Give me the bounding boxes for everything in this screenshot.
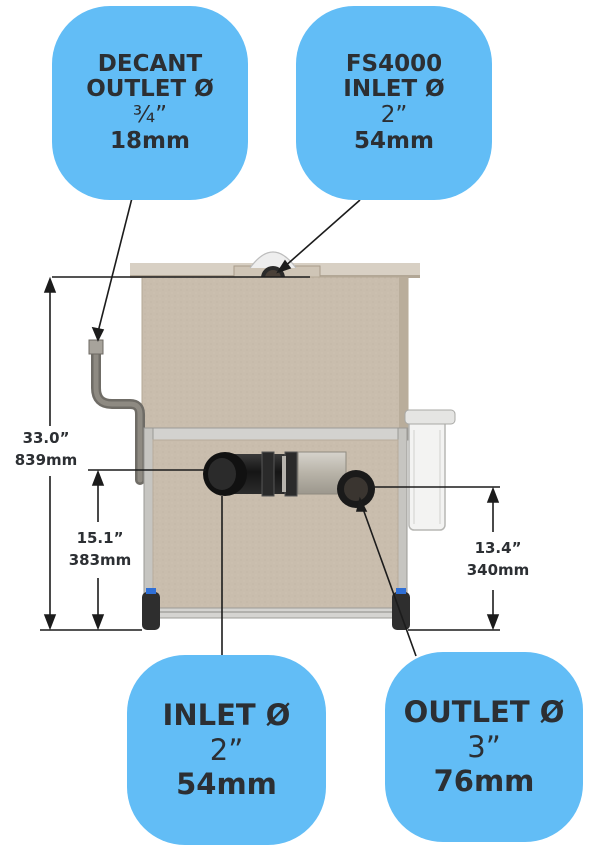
outlet-height-label: 13.4” 340mm (448, 538, 548, 582)
dimension-mm: 383mm (68, 550, 132, 569)
inlet-height-label: 15.1” 383mm (54, 528, 146, 572)
callout-line: OUTLET Ø (403, 694, 565, 729)
dimension-mm: 839mm (14, 450, 78, 469)
leader-lines (91, 197, 417, 657)
callout-line: DECANT (97, 50, 203, 77)
dimension-inches: 33.0” (22, 429, 70, 447)
dimension-inches: 15.1” (76, 529, 124, 547)
decant-outlet-callout: DECANT OUTLET Ø ¾” 18mm (52, 6, 248, 200)
callout-line: 18mm (110, 127, 190, 154)
strainer-basket (404, 409, 456, 531)
callout-line: ¾” (132, 102, 168, 128)
overall-height-label: 33.0” 839mm (0, 428, 92, 472)
callout-line: FS4000 (345, 50, 443, 77)
inlet-pipe (203, 451, 347, 497)
tank-body (141, 276, 409, 431)
callout-line: 76mm (433, 764, 535, 799)
fs4000-inlet-callout: FS4000 INLET Ø 2” 54mm (296, 6, 492, 200)
dimension-mm: 340mm (466, 560, 530, 579)
dimension-inches: 13.4” (474, 539, 522, 557)
callout-line: 54mm (176, 767, 277, 802)
callout-line: INLET Ø (343, 76, 445, 103)
callout-line: 54mm (354, 127, 434, 154)
callout-line: OUTLET Ø (86, 76, 214, 103)
callout-line: INLET Ø (162, 697, 291, 732)
dimension-outlet-height (372, 486, 500, 631)
decant-pipe (88, 339, 145, 485)
callout-line: 2” (209, 732, 244, 767)
callout-line: 2” (380, 102, 408, 128)
outlet-callout: OUTLET Ø 3” 76mm (385, 652, 583, 842)
outlet-opening (337, 470, 375, 508)
callout-line: 3” (467, 729, 501, 764)
inlet-callout: INLET Ø 2” 54mm (127, 655, 326, 845)
dimension-inlet-height (88, 469, 206, 631)
dimension-overall (40, 276, 310, 631)
